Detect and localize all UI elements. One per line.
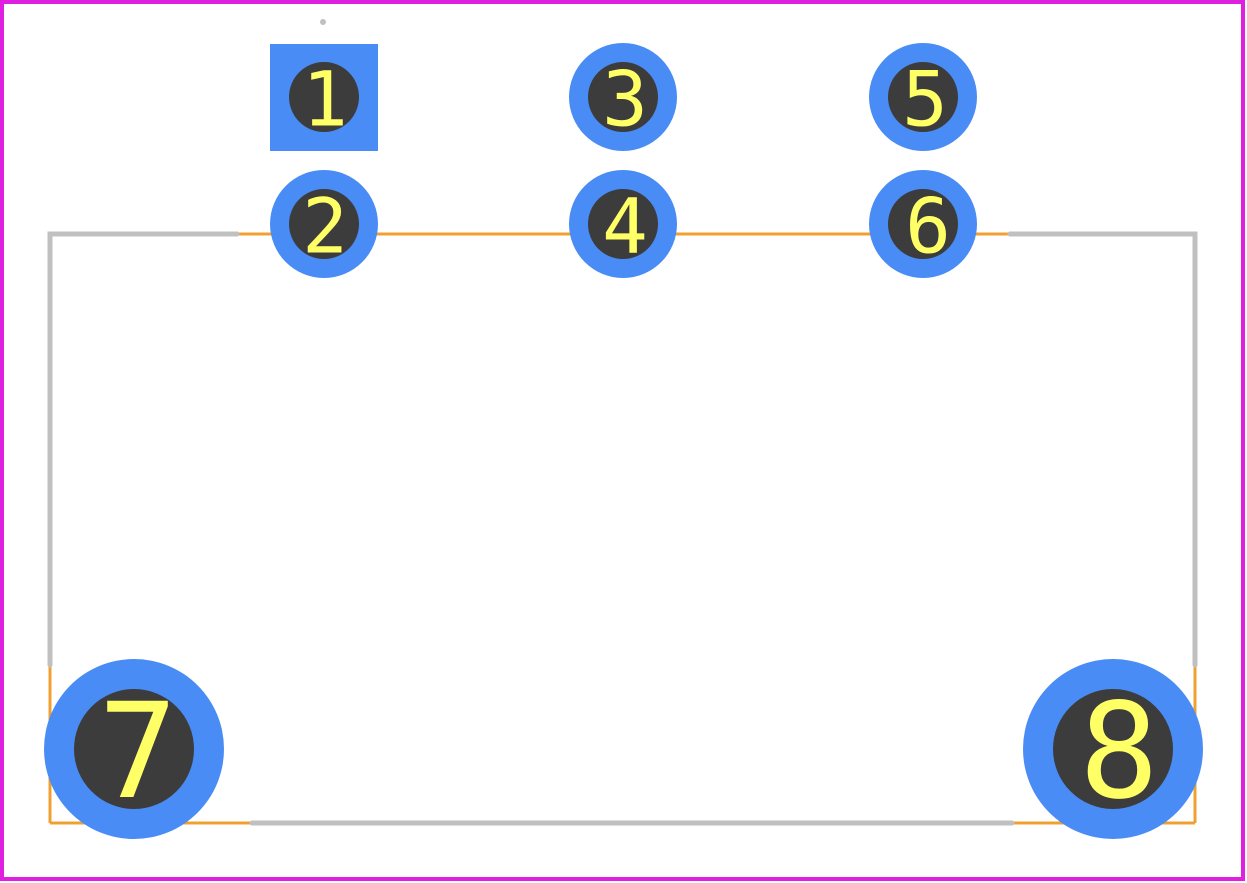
drill-hole xyxy=(289,62,359,132)
pad-label: 4 xyxy=(602,182,648,271)
pad-6: 6 xyxy=(869,170,977,278)
pad-label: 2 xyxy=(302,182,348,271)
pad-3: 3 xyxy=(569,43,677,151)
pad-7: 7 xyxy=(44,659,224,839)
pad-2: 2 xyxy=(270,170,378,278)
pad-label: 8 xyxy=(1079,675,1158,829)
drill-hole xyxy=(888,62,958,132)
pin1-marker xyxy=(320,19,326,25)
drill-hole xyxy=(888,189,958,259)
pad-1: 1 xyxy=(270,44,378,151)
pad-5: 5 xyxy=(869,43,977,151)
pad-4: 4 xyxy=(569,170,677,278)
pad-label: 1 xyxy=(302,55,348,144)
pad-label: 6 xyxy=(905,182,951,271)
pad-8: 8 xyxy=(1023,659,1203,839)
pad-label: 3 xyxy=(602,55,648,144)
drill-hole xyxy=(289,189,359,259)
drill-hole xyxy=(1053,689,1173,809)
pad-label: 5 xyxy=(902,55,948,144)
drill-hole xyxy=(588,189,658,259)
drill-hole xyxy=(588,62,658,132)
drill-hole xyxy=(74,689,194,809)
pad-label: 7 xyxy=(98,675,177,829)
silkscreen-outline xyxy=(47,231,1198,826)
